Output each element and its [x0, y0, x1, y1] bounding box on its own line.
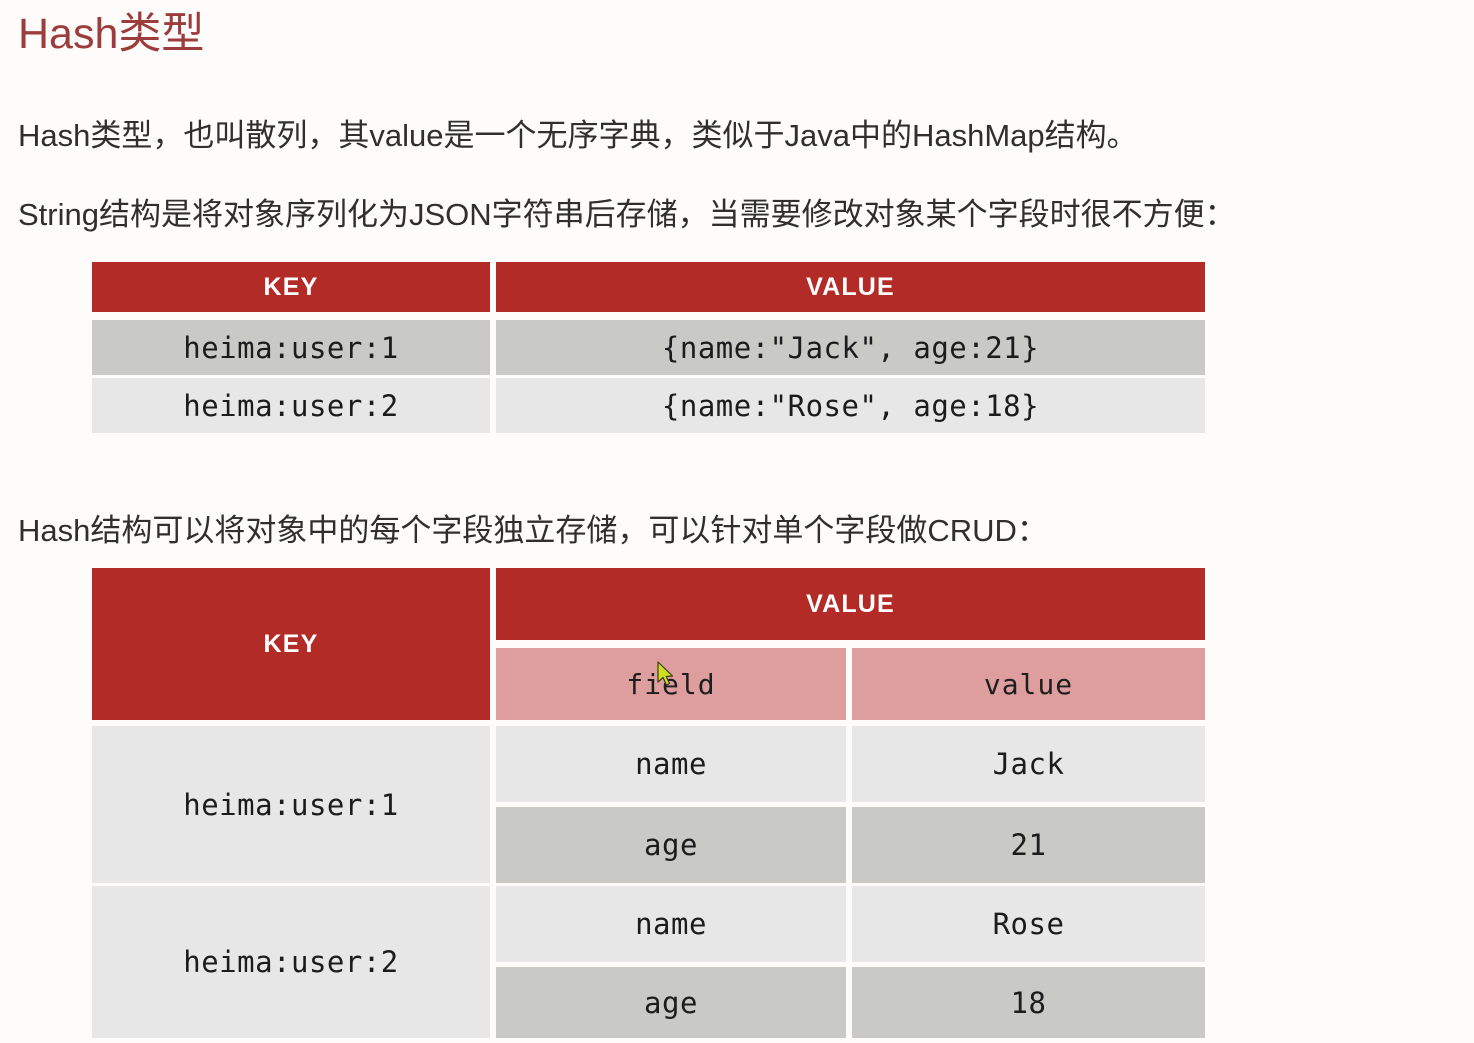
hash-table-value: Jack	[852, 726, 1205, 802]
intro-paragraph: Hash类型，也叫散列，其value是一个无序字典，类似于Java中的HashM…	[18, 118, 1138, 153]
hash-table-group-key: heima:user:1	[92, 726, 490, 883]
hash-table-group-key: heima:user:2	[92, 886, 490, 1038]
hash-table-subheader-value: value	[852, 648, 1205, 720]
string-structure-paragraph: String结构是将对象序列化为JSON字符串后存储，当需要修改对象某个字段时很…	[18, 197, 1236, 232]
page-title: Hash类型	[18, 10, 205, 58]
hash-table-header-value: VALUE	[496, 568, 1205, 640]
hash-table-field: name	[496, 726, 846, 802]
hash-table-subheader-field: field	[496, 648, 846, 720]
hash-structure-paragraph: Hash结构可以将对象中的每个字段独立存储，可以针对单个字段做CRUD：	[18, 513, 1048, 548]
hash-table-field: age	[496, 967, 846, 1038]
hash-table-field: age	[496, 807, 846, 883]
string-table-header-value: VALUE	[496, 262, 1205, 312]
hash-table-value: 18	[852, 967, 1205, 1038]
hash-table-field: name	[496, 886, 846, 962]
string-table-row-key: heima:user:2	[92, 378, 490, 433]
string-table-row-value: {name:"Rose", age:18}	[496, 378, 1205, 433]
hash-table-value: Rose	[852, 886, 1205, 962]
string-table-header-key: KEY	[92, 262, 490, 312]
hash-table-header-key: KEY	[92, 568, 490, 720]
hash-table-value: 21	[852, 807, 1205, 883]
string-table-row-key: heima:user:1	[92, 320, 490, 375]
string-table-row-value: {name:"Jack", age:21}	[496, 320, 1205, 375]
